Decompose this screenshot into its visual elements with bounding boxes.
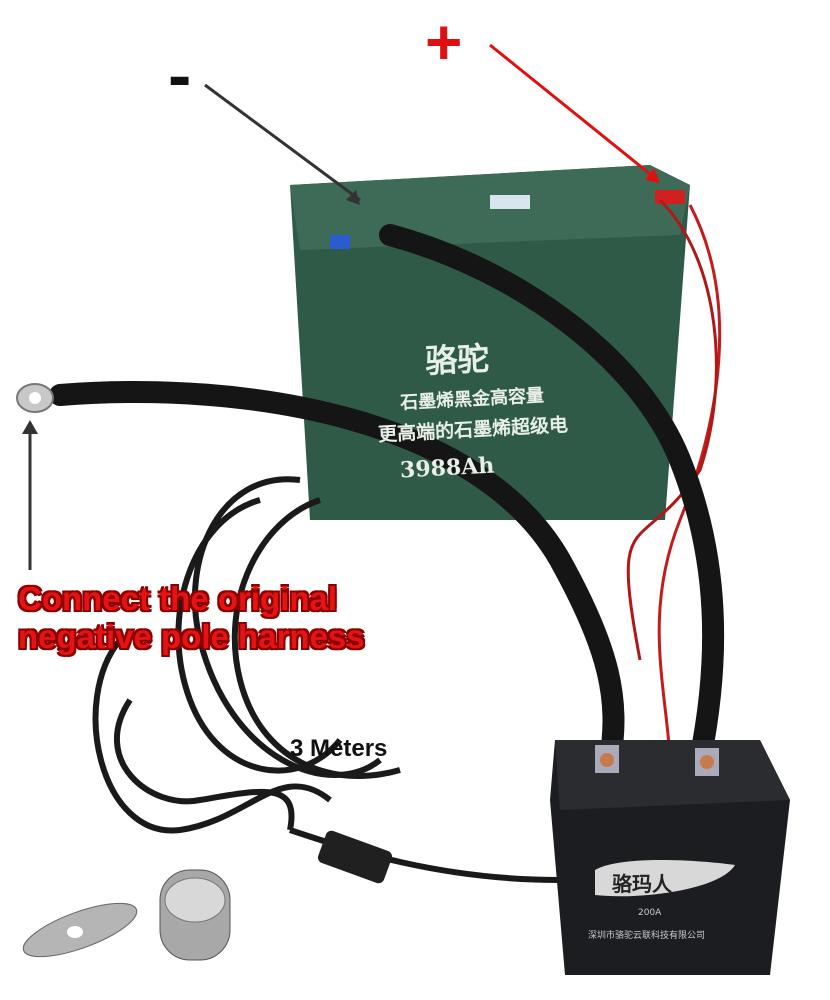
caption: Connect the original negative pole harne… <box>18 580 365 656</box>
battery-disconnect-switch <box>550 740 790 975</box>
positive-label: + <box>425 6 463 78</box>
negative-label: - <box>168 36 192 114</box>
device-maker: 深圳市骆驼云联科技有限公司 <box>588 931 706 941</box>
positive-arrow <box>489 43 656 180</box>
battery-brand: 骆驼 <box>424 339 491 381</box>
negative-arrow <box>204 83 361 202</box>
caption-line-2: negative pole harness <box>18 618 365 655</box>
device-brand: 骆玛人 <box>612 872 672 896</box>
cable-length-label: 3 Meters <box>290 735 388 762</box>
device-rating: 200A <box>638 908 662 918</box>
coiled-remote-cable <box>92 476 561 883</box>
positive-terminal <box>655 190 685 204</box>
connector <box>317 830 393 884</box>
negative-terminal <box>330 235 350 249</box>
negative-cable <box>49 381 625 771</box>
battery-capacity: 3988Ah <box>399 452 495 484</box>
red-wire <box>657 204 722 771</box>
battery-cable <box>379 224 725 771</box>
caption-line-1: Connect the original <box>18 580 338 617</box>
remote-button <box>22 869 231 961</box>
